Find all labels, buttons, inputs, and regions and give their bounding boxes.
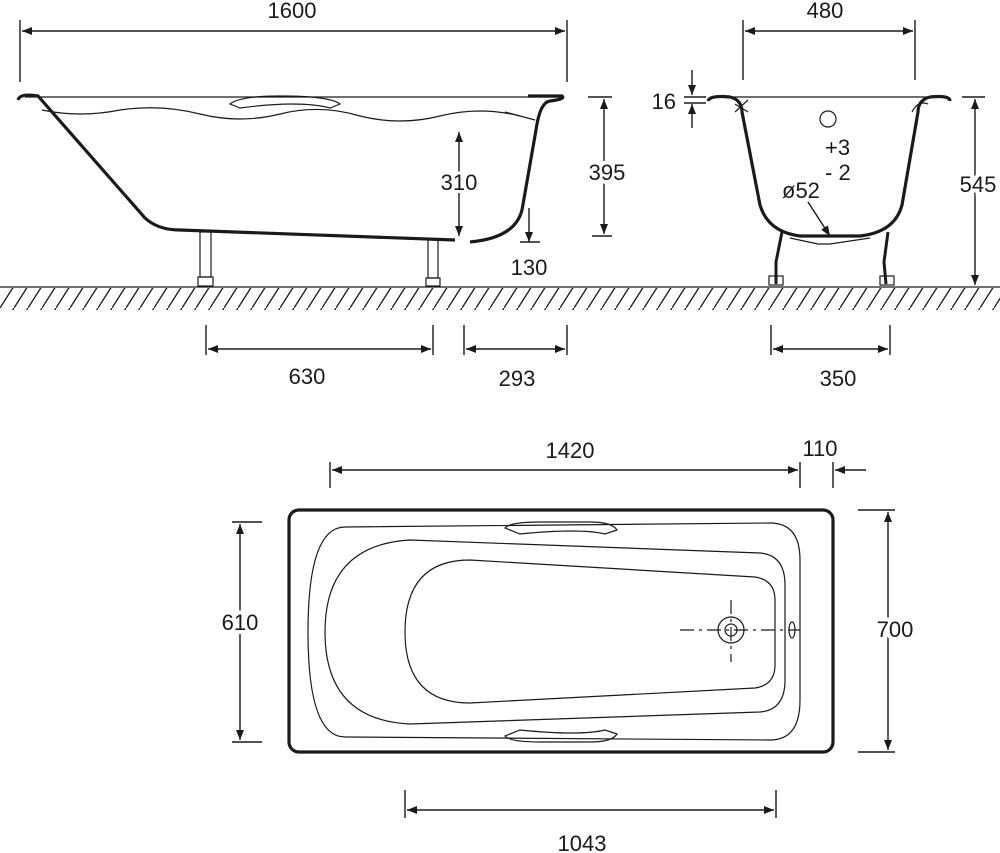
floor: [0, 286, 1000, 310]
dim-front-leg-spacing: 350: [820, 366, 857, 391]
leg: [197, 231, 214, 287]
drain-icon: [680, 600, 800, 662]
dim-bottom-length: 1043: [558, 831, 607, 853]
dim-leg-to-end: 293: [499, 366, 536, 391]
tolerance-plus: +3: [825, 135, 850, 160]
dim-leg-clearance: 130: [511, 255, 548, 280]
dim-leg-spacing: 630: [289, 364, 326, 389]
dim-overall-width: 480: [807, 0, 844, 23]
handle: [504, 521, 618, 535]
front-view: 480 16 +3 - 2 ø52 545 350: [652, 0, 1000, 391]
dim-inner-width: 610: [222, 610, 259, 635]
dim-inner-depth: 310: [441, 170, 478, 195]
dim-height-to-rim: 395: [589, 160, 626, 185]
dim-overall-length: 1600: [268, 0, 317, 23]
tolerance-minus: - 2: [825, 160, 851, 185]
handle: [228, 95, 342, 109]
dim-drain-diameter: ø52: [782, 178, 820, 203]
dim-inner-length: 1420: [546, 438, 595, 463]
dim-overall-height: 545: [960, 172, 997, 197]
dim-rim-thickness: 16: [652, 89, 676, 114]
top-view: 1420 110 610 700 1043: [218, 436, 918, 853]
dim-overall-top-width: 700: [877, 617, 914, 642]
leg: [425, 239, 441, 287]
overflow-icon: [819, 110, 837, 128]
dim-drain-offset: 110: [802, 436, 837, 461]
side-view: 1600 310 395 130 630 293: [16, 0, 629, 391]
handle: [504, 729, 618, 743]
